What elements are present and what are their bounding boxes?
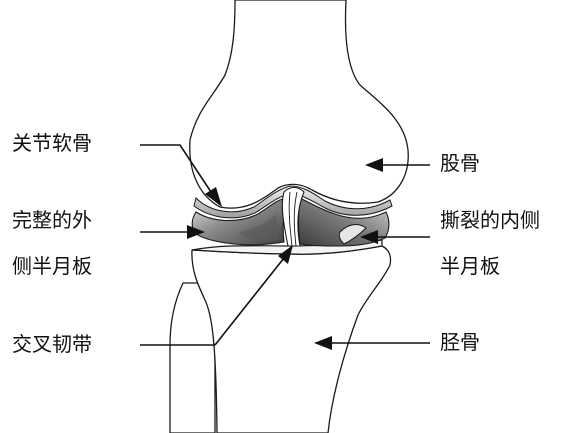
tibial-plateau bbox=[191, 239, 383, 255]
arrowhead-lateral-meniscus bbox=[187, 225, 205, 239]
cruciate-ligament-fiber-1 bbox=[288, 191, 293, 247]
label-intact-lateral-meniscus-line2: 侧半月板 bbox=[12, 254, 92, 278]
meniscus-tear-flap bbox=[338, 224, 367, 245]
label-tibia: 胫骨 bbox=[440, 330, 480, 354]
arrowhead-femur bbox=[365, 158, 383, 172]
tibia-bone bbox=[191, 245, 392, 433]
label-articular-cartilage: 关节软骨 bbox=[12, 131, 92, 155]
label-torn-medial-meniscus-line2: 半月板 bbox=[440, 254, 500, 278]
leader-articular-cartilage bbox=[140, 144, 214, 196]
arrowhead-cruciate-ligament bbox=[278, 245, 293, 264]
femur-bone bbox=[189, 0, 409, 209]
label-femur: 股骨 bbox=[440, 151, 480, 175]
arrowhead-articular-cartilage bbox=[205, 187, 222, 207]
arrowhead-torn-medial-meniscus bbox=[360, 230, 378, 244]
label-cruciate-ligament: 交叉韧带 bbox=[12, 332, 92, 356]
arrowhead-tibia bbox=[314, 336, 332, 350]
cruciate-ligament-fiber-2 bbox=[293, 191, 298, 247]
femoral-cartilage bbox=[193, 185, 393, 219]
label-torn-medial-meniscus-line1: 撕裂的内侧 bbox=[440, 208, 540, 232]
cruciate-ligament-shape bbox=[281, 186, 305, 247]
lateral-meniscus-inner-shade bbox=[238, 214, 280, 242]
label-intact-lateral-meniscus-line1: 完整的外 bbox=[12, 208, 92, 232]
leader-cruciate-ligament-diagonal bbox=[214, 257, 285, 346]
